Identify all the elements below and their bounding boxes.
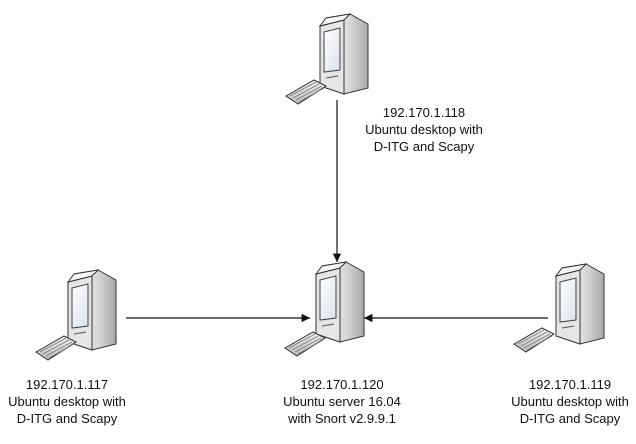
computer-icon (67, 269, 117, 351)
computer-icon (555, 263, 605, 345)
left-node-desc-1: Ubuntu desktop with (8, 394, 126, 409)
right-workstation (555, 263, 605, 345)
keyboard-icon (513, 327, 555, 353)
keyboard-icon (35, 335, 77, 361)
keyboard-icon (284, 331, 326, 357)
center-node-desc-2: with Snort v2.9.9.1 (288, 411, 396, 426)
right-node-ip: 192.170.1.119 (528, 377, 612, 392)
center-node-desc-1: Ubuntu server 16.04 (283, 394, 401, 409)
computer-icon (315, 261, 365, 343)
center-server (315, 261, 365, 343)
left-node-label: 192.170.1.117 Ubuntu desktop with D-ITG … (0, 376, 162, 427)
center-node-label: 192.170.1.120 Ubuntu server 16.04 with S… (247, 376, 437, 427)
left-node-desc-2: D-ITG and Scapy (16, 411, 118, 426)
keyboard-icon (285, 79, 327, 105)
top-node-desc-1: Ubuntu desktop with (365, 122, 483, 137)
left-workstation (67, 269, 117, 351)
right-node-desc-2: D-ITG and Scapy (519, 411, 621, 426)
right-node-label: 192.170.1.119 Ubuntu desktop with D-ITG … (475, 376, 636, 427)
top-node-ip: 192.170.1.118 (382, 105, 466, 120)
top-workstation (319, 13, 369, 95)
right-node-desc-1: Ubuntu desktop with (511, 394, 629, 409)
top-node-desc-2: D-ITG and Scapy (373, 139, 475, 154)
left-node-ip: 192.170.1.117 (25, 377, 109, 392)
right-keyboard (513, 327, 555, 353)
center-node-ip: 192.170.1.120 (300, 377, 384, 392)
center-keyboard (284, 331, 326, 357)
top-node-label: 192.170.1.118 Ubuntu desktop with D-ITG … (329, 104, 519, 155)
computer-icon (319, 13, 369, 95)
top-keyboard (285, 79, 327, 105)
left-keyboard (35, 335, 77, 361)
